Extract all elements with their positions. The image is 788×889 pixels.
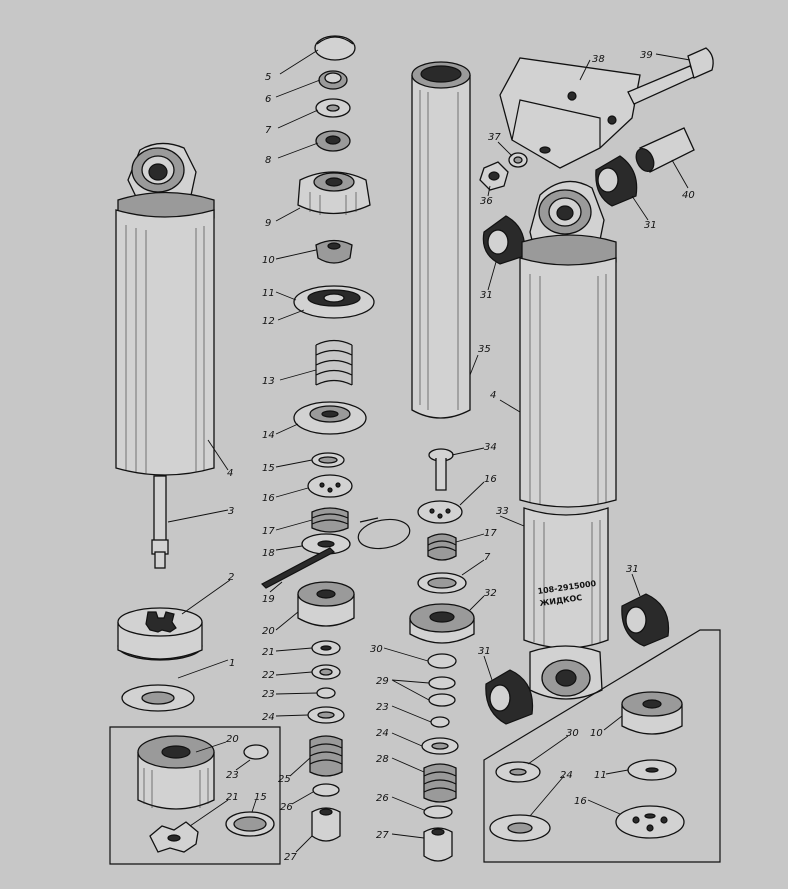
label-15b: 15 bbox=[254, 792, 267, 803]
label-26a: 26 bbox=[280, 802, 293, 813]
label-11a: 11 bbox=[262, 288, 275, 299]
label-37: 37 bbox=[488, 132, 501, 143]
label-8: 8 bbox=[265, 155, 271, 166]
label-17b: 17 bbox=[484, 528, 497, 539]
part-1-washer bbox=[121, 684, 195, 712]
label-31d: 31 bbox=[478, 646, 491, 657]
shock-absorber-left bbox=[115, 142, 215, 569]
label-39: 39 bbox=[640, 50, 653, 61]
part-35-tube bbox=[411, 61, 471, 419]
label-24a: 24 bbox=[262, 712, 275, 723]
leader-lines bbox=[167, 49, 691, 853]
inset-left bbox=[109, 726, 281, 865]
label-7a: 7 bbox=[265, 125, 272, 136]
label-2: 2 bbox=[228, 572, 234, 583]
label-17a: 17 bbox=[262, 526, 275, 537]
label-9: 9 bbox=[265, 218, 271, 229]
center-parts-stack bbox=[261, 35, 411, 842]
label-31b: 31 bbox=[480, 290, 493, 301]
label-36: 36 bbox=[480, 196, 493, 207]
label-25: 25 bbox=[278, 774, 291, 785]
label-31c: 31 bbox=[626, 564, 639, 575]
label-34: 34 bbox=[484, 442, 497, 453]
label-13: 13 bbox=[262, 376, 275, 387]
label-16a: 16 bbox=[262, 493, 275, 504]
label-40: 40 bbox=[682, 190, 695, 201]
label-21b: 21 bbox=[226, 792, 239, 803]
label-24b: 24 bbox=[376, 728, 389, 739]
label-35: 35 bbox=[478, 344, 491, 355]
label-11b: 11 bbox=[594, 770, 607, 781]
label-14: 14 bbox=[262, 430, 275, 441]
label-20a: 20 bbox=[262, 626, 275, 637]
part-labels: 1 2 3 4 5 6 7 8 9 10 11 12 13 14 15 16 1… bbox=[226, 50, 695, 863]
label-10a: 10 bbox=[262, 255, 275, 266]
label-27a: 27 bbox=[284, 852, 297, 863]
label-38: 38 bbox=[592, 54, 605, 65]
label-3: 3 bbox=[228, 506, 234, 517]
label-16c: 16 bbox=[574, 796, 587, 807]
label-27b: 27 bbox=[376, 830, 389, 841]
label-15a: 15 bbox=[262, 463, 275, 474]
label-10b: 10 bbox=[590, 728, 603, 739]
label-19: 19 bbox=[262, 594, 275, 605]
label-1: 1 bbox=[229, 658, 235, 669]
right-parts-stack bbox=[409, 448, 475, 862]
label-29: 29 bbox=[376, 676, 389, 687]
label-4b: 4 bbox=[490, 390, 496, 401]
label-23c: 23 bbox=[226, 770, 239, 781]
label-24c: 24 bbox=[560, 770, 573, 781]
label-31a: 31 bbox=[644, 220, 657, 231]
label-6: 6 bbox=[265, 94, 271, 105]
label-23a: 23 bbox=[262, 689, 275, 700]
label-23b: 23 bbox=[376, 702, 389, 713]
label-28: 28 bbox=[376, 754, 389, 765]
label-32: 32 bbox=[484, 588, 497, 599]
label-21a: 21 bbox=[262, 647, 275, 658]
label-22: 22 bbox=[262, 670, 275, 681]
label-18: 18 bbox=[262, 548, 275, 559]
shock-absorber-right: 108-2915000 ЖИДКОС bbox=[479, 47, 714, 725]
label-20b: 20 bbox=[226, 734, 239, 745]
label-33: 33 bbox=[496, 506, 509, 517]
label-26b: 26 bbox=[376, 793, 389, 804]
label-5: 5 bbox=[265, 72, 271, 83]
label-30b: 30 bbox=[566, 728, 579, 739]
part-2-guide bbox=[117, 607, 203, 661]
label-4a: 4 bbox=[227, 468, 233, 479]
inset-right bbox=[483, 629, 721, 863]
label-16b: 16 bbox=[484, 474, 497, 485]
label-30a: 30 bbox=[370, 644, 383, 655]
label-12: 12 bbox=[262, 316, 275, 327]
label-7b: 7 bbox=[484, 552, 491, 563]
